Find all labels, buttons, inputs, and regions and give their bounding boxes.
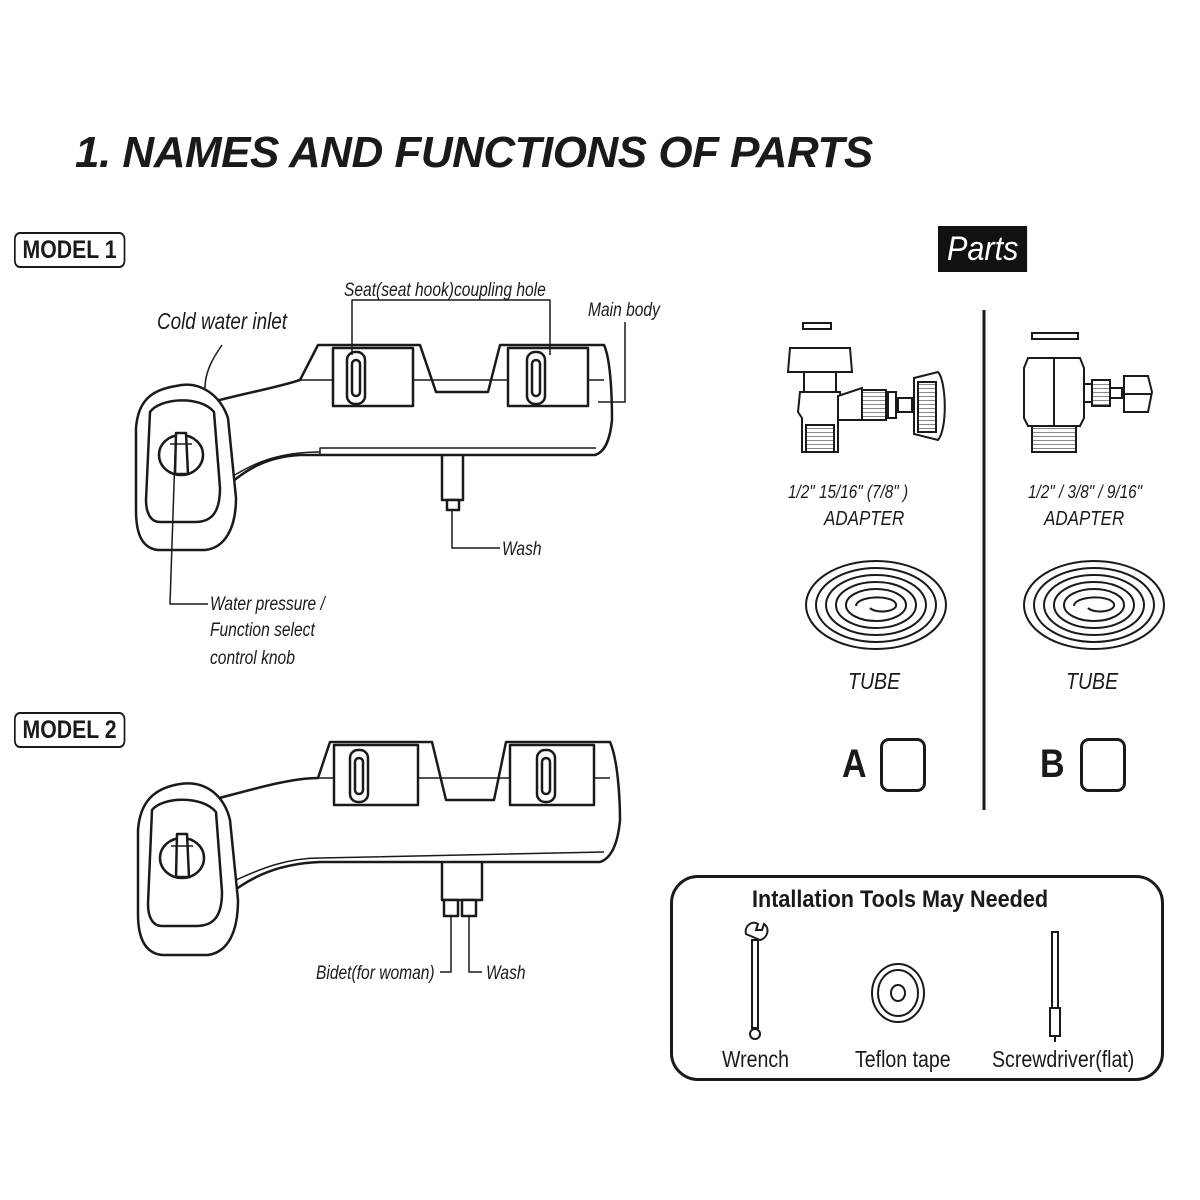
- model2-tag: MODEL 2: [14, 712, 126, 748]
- tools-panel: [670, 875, 1164, 1081]
- wrench-label: Wrench: [722, 1046, 790, 1072]
- screwdriver-icon: [1049, 931, 1061, 1042]
- wash-label-model2: Wash: [486, 963, 526, 984]
- tube-a-label: TUBE: [848, 668, 901, 694]
- adapter-a-sizes: 1/2" 15/16" (7/8" ): [788, 482, 909, 502]
- tools-title: Intallation Tools May Needed: [752, 886, 1049, 913]
- wrench-icon: [744, 921, 769, 1040]
- teflon-tape-label: Teflon tape: [855, 1046, 951, 1072]
- parts-title: Parts: [938, 226, 1028, 272]
- option-b-letter: B: [1040, 742, 1065, 786]
- tube-b-coil: [1023, 560, 1165, 650]
- model1-bidet-drawing: [134, 299, 626, 605]
- screwdriver-label: Screwdriver(flat): [992, 1046, 1135, 1072]
- adapter-b-sizes: 1/2" / 3/8" / 9/16": [1028, 482, 1143, 502]
- teflon-tape-icon: [871, 963, 925, 1023]
- adapter-b-label: ADAPTER: [1044, 508, 1125, 530]
- model1-tag: MODEL 1: [14, 232, 126, 268]
- knob-label-line3: control knob: [210, 648, 295, 669]
- model2-bidet-drawing: [136, 740, 622, 973]
- option-a-letter: A: [842, 742, 867, 786]
- wash-label-model1: Wash: [502, 539, 542, 560]
- option-b-checkbox[interactable]: [1080, 738, 1126, 792]
- adapter-a-label: ADAPTER: [824, 508, 905, 530]
- bidet-label: Bidet(for woman): [316, 963, 435, 984]
- cold-water-inlet-label: Cold water inlet: [157, 308, 287, 334]
- adapter-a-drawing: [786, 322, 946, 453]
- page-title: 1. NAMES AND FUNCTIONS OF PARTS: [75, 128, 873, 177]
- tube-b-label: TUBE: [1066, 668, 1119, 694]
- tube-a-coil: [805, 560, 947, 650]
- seat-coupling-hole-label: Seat(seat hook)coupling hole: [344, 280, 546, 301]
- adapter-b-drawing: [1023, 332, 1154, 453]
- knob-label-line2: Function select: [210, 620, 315, 641]
- knob-label-line1: Water pressure /: [210, 594, 325, 615]
- option-a-checkbox[interactable]: [880, 738, 926, 792]
- main-body-label: Main body: [588, 300, 660, 321]
